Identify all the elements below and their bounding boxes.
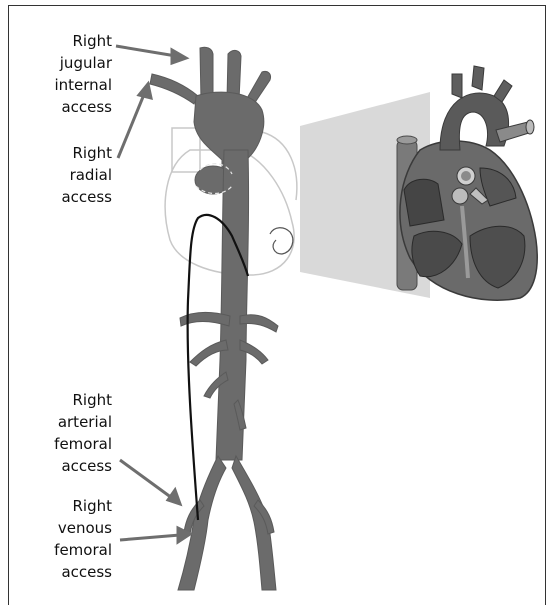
right-venous-femoral-access-label: Right venous femoral access <box>20 495 112 583</box>
access-arrows <box>116 46 190 542</box>
pigtail-tip <box>270 228 293 254</box>
right-arterial-femoral-access-label: Right arterial femoral access <box>20 389 112 477</box>
right-radial-access-label: Right radial access <box>20 142 112 208</box>
right-jugular-internal-access-label: Right jugular internal access <box>20 30 112 118</box>
aorta <box>150 47 278 590</box>
